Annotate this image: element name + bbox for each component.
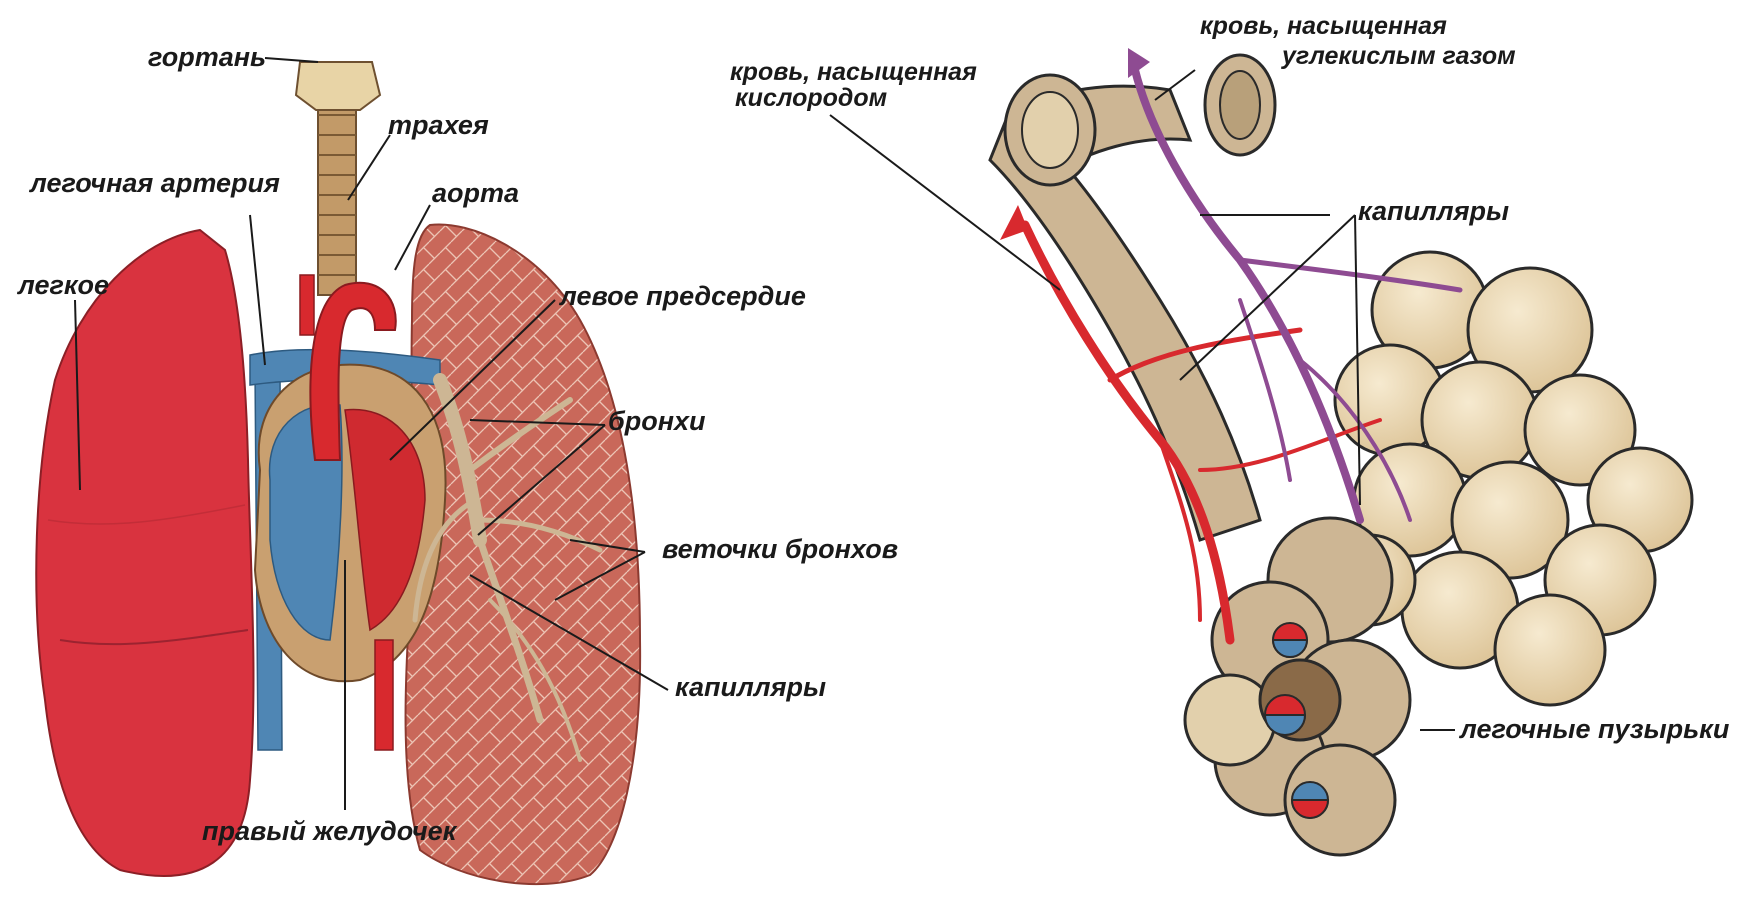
- label-lung: легкое: [18, 272, 109, 299]
- label-oxygen-blood-line1: кровь, насыщенная: [730, 60, 977, 85]
- label-capillaries-right: капилляры: [1358, 198, 1509, 225]
- label-pulmonary-artery: легочная артерия: [30, 170, 280, 197]
- label-left-atrium: левое предсердие: [560, 283, 806, 310]
- label-right-ventricle: правый желудочек: [202, 818, 456, 845]
- label-trachea: трахея: [388, 112, 489, 139]
- label-co2-blood-line1: кровь, насыщенная: [1200, 14, 1447, 39]
- label-alveoli: легочные пузырьки: [1460, 716, 1729, 743]
- label-bronchi: бронхи: [608, 408, 706, 435]
- lung-right-shape: [406, 224, 641, 884]
- label-oxygen-blood-line2: кислородом: [735, 86, 887, 111]
- larynx-shape: [296, 62, 380, 110]
- label-aorta: аорта: [432, 180, 519, 207]
- label-capillaries-left: капилляры: [675, 674, 826, 701]
- label-bronchial-branches: веточки бронхов: [662, 536, 898, 563]
- label-larynx: гортань: [148, 44, 266, 71]
- alveoli-cluster: [1325, 252, 1692, 705]
- lung-left-shape: [36, 230, 253, 876]
- label-co2-blood-line2: углекислым газом: [1282, 44, 1516, 69]
